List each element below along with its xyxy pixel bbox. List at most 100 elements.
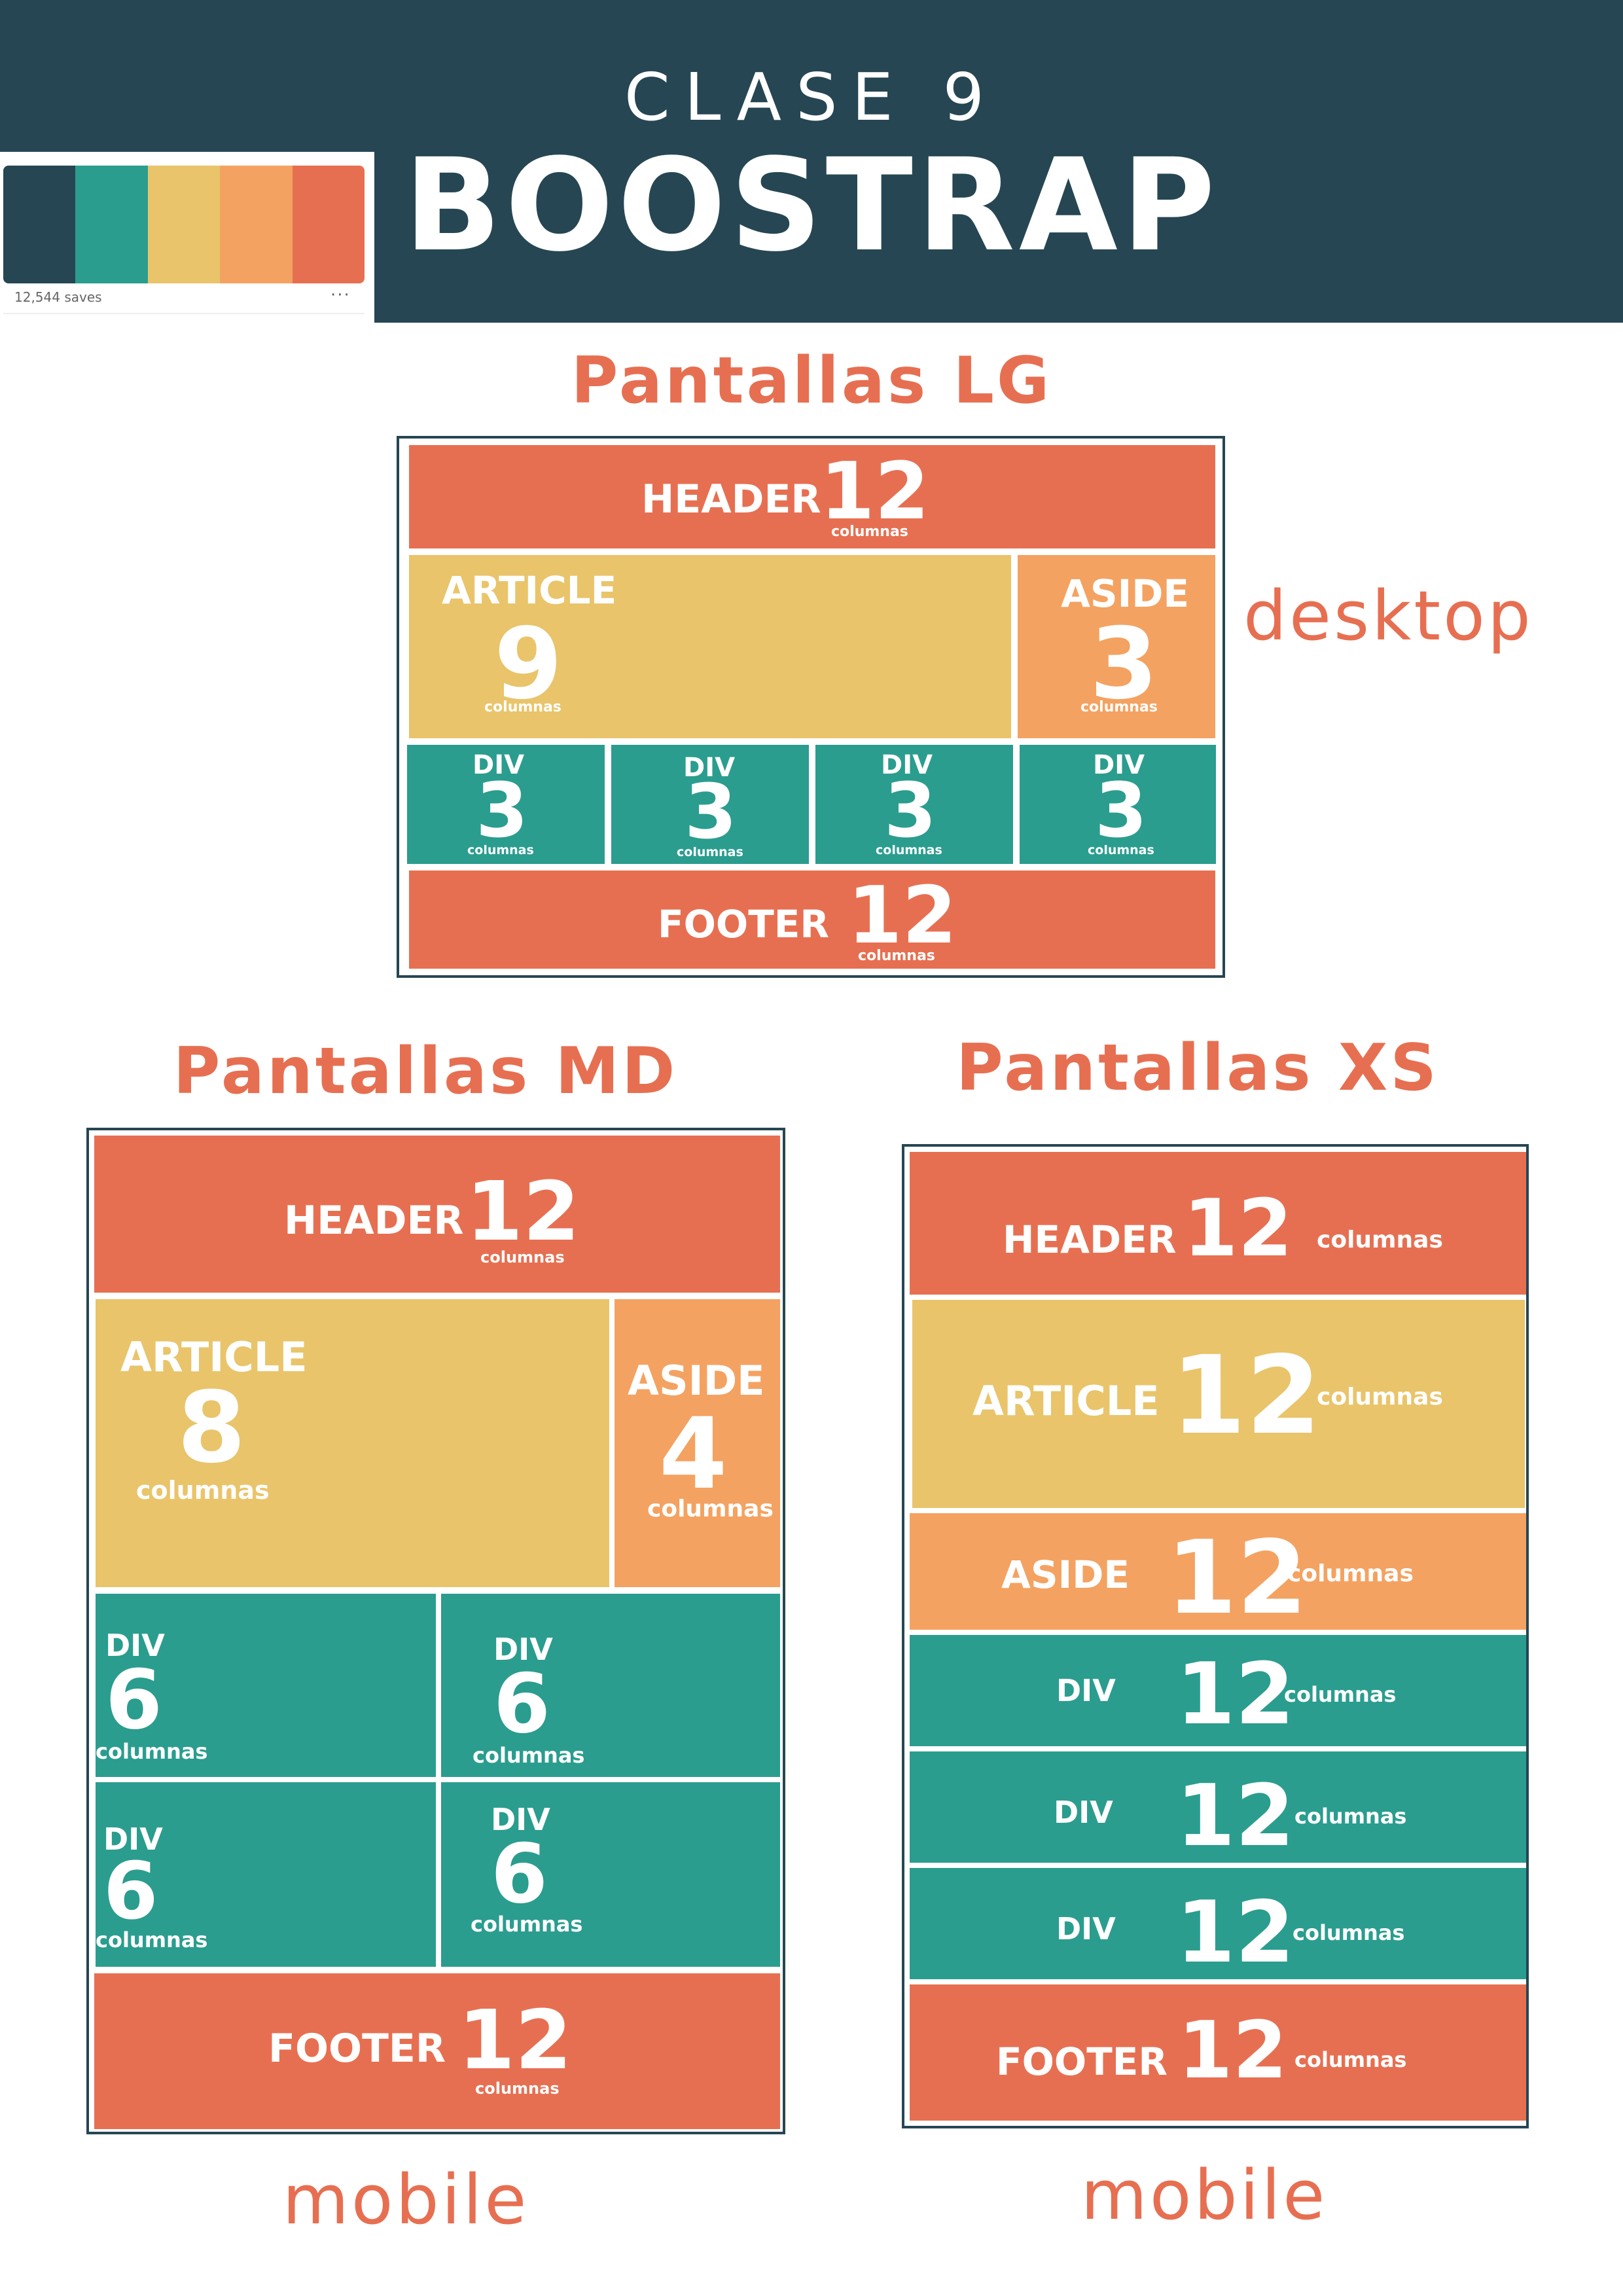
md-div-unit: columnas [96,1739,208,1764]
md-div-block: DIV 6 columnas [96,1594,436,1777]
md-header-cols: 12 [466,1164,580,1259]
xs-div-block: DIV 12 columnas [910,1868,1526,1982]
lg-aside-block: ASIDE 3 columnas [1018,555,1215,738]
lg-div-block: DIV 3 columnas [815,745,1013,864]
md-div-block: DIV 6 columnas [441,1594,780,1777]
md-div-block: DIV 6 columnas [441,1782,780,1967]
md-header-label: HEADER [284,1198,464,1244]
lg-footer-unit: columnas [858,948,935,964]
xs-footer-label: FOOTER [996,2039,1168,2084]
palette-swatches [3,166,365,283]
lg-div-unit: columnas [876,843,942,857]
md-footer-label: FOOTER [268,2026,446,2072]
lg-div-block: DIV 3 columnas [611,745,809,864]
xs-div-unit: columnas [1294,1804,1407,1829]
md-device-label: mobile [282,2160,529,2240]
md-footer-unit: columnas [475,2079,560,2098]
lg-header-unit: columnas [831,524,908,540]
md-section-title: Pantallas MD [173,1034,678,1109]
xs-article-label: ARTICLE [972,1377,1160,1425]
md-article-label: ARTICLE [120,1333,308,1381]
md-layout-frame: HEADER 12 columnas ARTICLE 8 columnas AS… [86,1128,785,2134]
md-div-unit: columnas [473,1743,585,1768]
lg-div-cols: 3 [476,767,529,855]
md-div-label: DIV [103,1821,163,1857]
md-div-cols: 6 [105,1653,162,1748]
lg-div-cols: 3 [685,768,738,856]
lg-header-label: HEADER [641,476,821,522]
lg-aside-cols: 3 [1090,607,1158,721]
xs-section-title: Pantallas XS [956,1031,1439,1105]
swatch-2 [75,166,148,283]
md-div-label: DIV [105,1628,165,1663]
lg-section-title: Pantallas LG [571,344,1052,418]
swatch-1 [3,166,76,283]
xs-footer-block: FOOTER 12 columnas [910,1984,1526,2121]
md-aside-unit: columnas [647,1496,774,1522]
md-div-cols: 6 [103,1846,158,1937]
xs-div-unit: columnas [1284,1682,1397,1707]
lg-div-unit: columnas [677,845,743,859]
lg-article-block: ARTICLE 9 columnas [409,555,1011,738]
md-article-block: ARTICLE 8 columnas [96,1299,609,1587]
swatch-3 [147,166,221,283]
xs-div-cols: 12 [1176,1644,1294,1744]
md-footer-block: FOOTER 12 columnas [94,1973,780,2129]
xs-div-unit: columnas [1293,1920,1405,1945]
xs-footer-unit: columnas [1294,2047,1407,2072]
more-options-icon[interactable]: ··· [330,285,351,305]
md-aside-block: ASIDE 4 columnas [615,1299,780,1587]
lg-footer-label: FOOTER [658,902,830,946]
lg-header-cols: 12 [820,446,929,537]
xs-aside-cols: 12 [1166,1518,1308,1637]
xs-article-block: ARTICLE 12 columnas [912,1300,1525,1508]
divider [3,313,365,314]
xs-article-cols: 12 [1171,1333,1321,1458]
md-header-block: HEADER 12 columnas [94,1136,780,1293]
swatch-4 [220,166,293,283]
saves-count: 12,544 saves [14,289,102,305]
lg-div-block: DIV 3 columnas [407,745,605,864]
md-footer-cols: 12 [458,1993,572,2088]
xs-aside-block: ASIDE 12 columnas [910,1513,1526,1637]
lg-footer-cols: 12 [847,870,957,961]
lg-div-label: DIV [683,753,736,783]
lg-div-unit: columnas [1088,843,1154,857]
page-title: BOOSTRAP [404,131,1219,279]
xs-div-cols: 12 [1176,1766,1294,1865]
md-article-unit: columnas [136,1476,270,1505]
lg-div-cols: 3 [884,767,937,855]
md-div-label: DIV [493,1632,553,1667]
xs-layout-frame: HEADER 12 columnas ARTICLE 12 columnas A… [902,1144,1529,2128]
md-div-label: DIV [491,1802,550,1837]
md-div-cols: 6 [493,1657,550,1751]
xs-header-block: HEADER 12 columnas [910,1152,1526,1295]
xs-header-cols: 12 [1183,1183,1293,1274]
xs-div-label: DIV [1056,1911,1116,1946]
xs-div-block: DIV 12 columnas [910,1635,1526,1746]
xs-footer-cols: 12 [1178,2005,1287,2096]
xs-div-block: DIV 12 columnas [910,1751,1526,1865]
md-div-unit: columnas [96,1928,208,1952]
lg-article-label: ARTICLE [442,568,617,613]
xs-device-label: mobile [1080,2155,1328,2235]
xs-header-unit: columnas [1317,1227,1443,1253]
md-div-block: DIV 6 columnas [96,1782,436,1967]
md-aside-label: ASIDE [628,1357,765,1405]
xs-aside-unit: columnas [1287,1560,1414,1587]
lg-div-unit: columnas [467,843,534,857]
lg-aside-label: ASIDE [1061,571,1190,616]
lg-article-cols: 9 [494,607,563,721]
lg-div-cols: 3 [1095,767,1148,855]
lg-aside-unit: columnas [1080,699,1158,715]
lg-div-label: DIV [881,750,933,780]
xs-div-label: DIV [1056,1673,1116,1708]
lg-header-block: HEADER 12 columnas [409,445,1215,548]
md-article-cols: 8 [177,1371,246,1485]
xs-article-unit: columnas [1317,1384,1443,1410]
md-div-cols: 6 [491,1827,548,1922]
lg-footer-block: FOOTER 12 columnas [409,870,1215,969]
xs-header-label: HEADER [1003,1217,1177,1262]
lg-div-label: DIV [473,750,525,780]
lg-div-label: DIV [1093,750,1145,780]
